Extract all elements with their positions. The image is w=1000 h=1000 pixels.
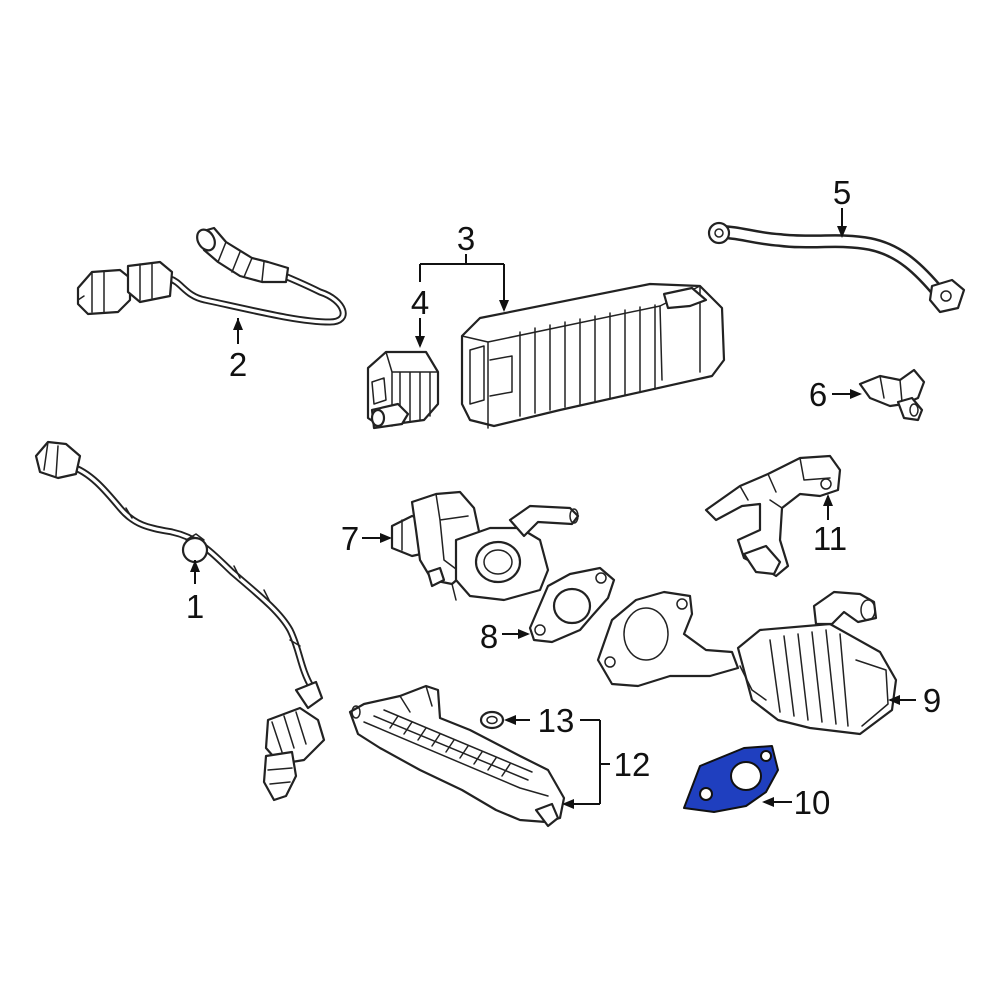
callout-7: 7 — [341, 520, 359, 557]
part-10-egr-gasket[interactable] — [683, 745, 779, 813]
part-5-pipe[interactable] — [707, 221, 966, 314]
callout-1: 1 — [186, 588, 204, 625]
callout-numbers: 1 2 3 4 5 6 7 8 9 10 11 12 13 — [186, 174, 941, 821]
part-11-bracket[interactable] — [704, 454, 842, 578]
callout-6: 6 — [809, 376, 827, 413]
callout-4: 4 — [411, 284, 429, 321]
part-8-gasket[interactable] — [528, 566, 616, 644]
callout-3: 3 — [457, 220, 475, 257]
part-6-valve[interactable] — [858, 368, 926, 422]
part-3-emission-canister[interactable] — [460, 282, 726, 429]
part-12-egr-pipe[interactable] — [348, 684, 566, 828]
part-9-egr-cooler[interactable] — [596, 590, 898, 736]
callout-leaders — [190, 208, 916, 809]
callout-9: 9 — [923, 682, 941, 719]
part-4-canister-filter[interactable] — [366, 350, 440, 430]
callout-10: 10 — [794, 784, 831, 821]
callout-5: 5 — [833, 174, 851, 211]
callout-8: 8 — [480, 618, 498, 655]
callout-13: 13 — [538, 702, 575, 739]
part-1-oxygen-sensor[interactable] — [34, 440, 326, 802]
part-13-o-ring[interactable] — [479, 710, 505, 730]
callout-2: 2 — [229, 346, 247, 383]
part-7-egr-valve[interactable] — [390, 490, 580, 602]
callout-12: 12 — [614, 746, 651, 783]
part-2-oxygen-sensor[interactable] — [76, 226, 347, 326]
callout-11: 11 — [813, 520, 847, 557]
